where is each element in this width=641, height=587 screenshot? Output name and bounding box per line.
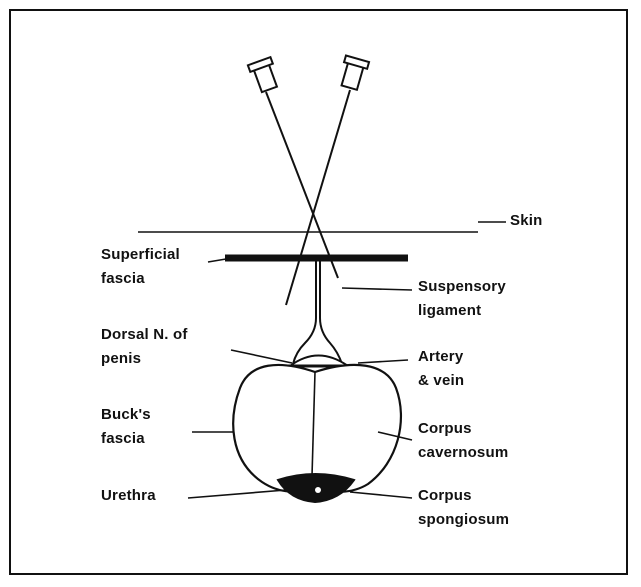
label-suspensory-ligament-1: Suspensory [418, 276, 506, 298]
label-corpus-cavernosum-1: Corpus [418, 418, 472, 440]
label-bucks-fascia-2: fascia [101, 428, 145, 450]
label-artery-vein-1: Artery [418, 346, 463, 368]
label-bucks-fascia-1: Buck's [101, 404, 151, 426]
corpora-cavernosa-outline [233, 365, 401, 492]
left-needle [248, 57, 338, 278]
urethra-lumen [315, 487, 321, 493]
label-urethra: Urethra [101, 485, 156, 507]
label-suspensory-ligament-2: ligament [418, 300, 481, 322]
right-needle [286, 55, 369, 305]
label-corpus-spongiosum-2: spongiosum [418, 509, 509, 531]
label-corpus-cavernosum-2: cavernosum [418, 442, 508, 464]
label-dorsal-nerve-2: penis [101, 348, 141, 370]
label-dorsal-nerve-1: Dorsal N. of [101, 324, 188, 346]
label-superficial-fascia-2: fascia [101, 268, 145, 290]
label-artery-vein-2: & vein [418, 370, 464, 392]
label-corpus-spongiosum-1: Corpus [418, 485, 472, 507]
label-superficial-fascia-1: Superficial [101, 244, 180, 266]
label-skin: Skin [510, 210, 542, 232]
